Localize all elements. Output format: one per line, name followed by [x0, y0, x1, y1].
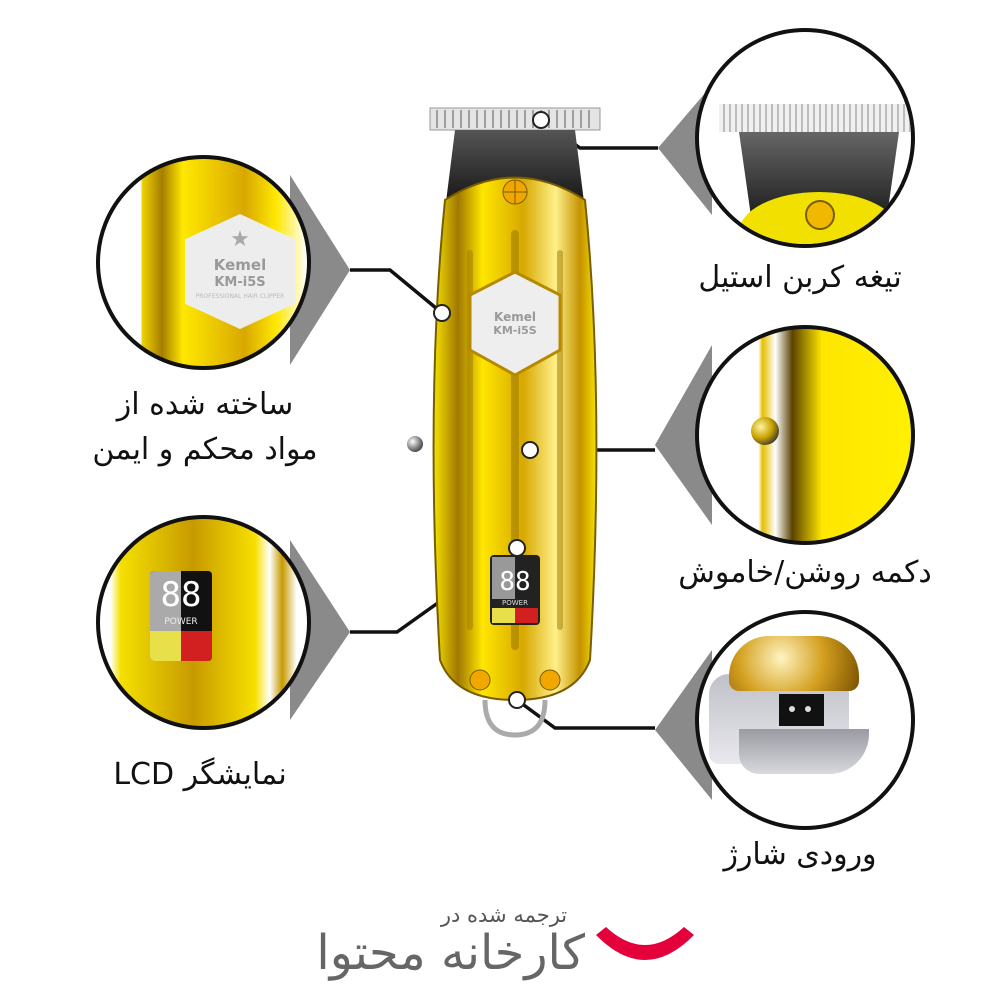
label-blade: تیغه کربن استیل: [698, 260, 902, 295]
dot-charging: [508, 691, 526, 709]
label-material-line1: ساخته شده از: [116, 387, 294, 422]
lcd-power-label: POWER: [164, 617, 198, 627]
footer-translated-in: ترجمه شده در: [440, 903, 568, 927]
footer-brand-name: کارخانه محتوا: [316, 925, 585, 981]
label-charging-port: ورودی شارژ: [723, 837, 877, 872]
dot-power: [521, 441, 539, 459]
svg-text:88: 88: [499, 567, 530, 597]
power-button-knob: [407, 436, 423, 452]
cone-power: [655, 345, 712, 525]
label-power-button: دکمه روشن/خاموش: [678, 555, 932, 590]
detail-circle-material: ★ Kemel KM-i5S PROFESSIONAL HAIR CLIPPER: [96, 155, 311, 370]
svg-text:POWER: POWER: [502, 599, 528, 607]
footer-logo-smile-icon: [596, 927, 694, 960]
detail-circle-lcd: 88 POWER: [96, 515, 311, 730]
cone-lcd: [290, 540, 350, 720]
detail-circle-charging-port: [695, 610, 915, 830]
star-icon: ★: [230, 227, 250, 252]
cone-charging: [655, 650, 712, 800]
clipper-image: 88 POWER Kemel KM-i5S: [425, 100, 605, 740]
badge-brand: Kemel: [494, 310, 536, 324]
lcd-digits: 88: [160, 575, 202, 615]
cone-material: [290, 175, 350, 365]
detail-circle-blade: [695, 28, 915, 248]
dot-material: [433, 304, 451, 322]
label-material-line2: مواد محکم و ایمن: [92, 432, 318, 467]
power-button-knob-zoom: [751, 417, 779, 445]
dot-blade: [532, 111, 550, 129]
label-lcd: نمایشگر LCD: [113, 757, 287, 792]
badge-model: KM-i5S: [493, 324, 537, 337]
detail-circle-power-button: [695, 325, 915, 545]
dot-lcd: [508, 539, 526, 557]
